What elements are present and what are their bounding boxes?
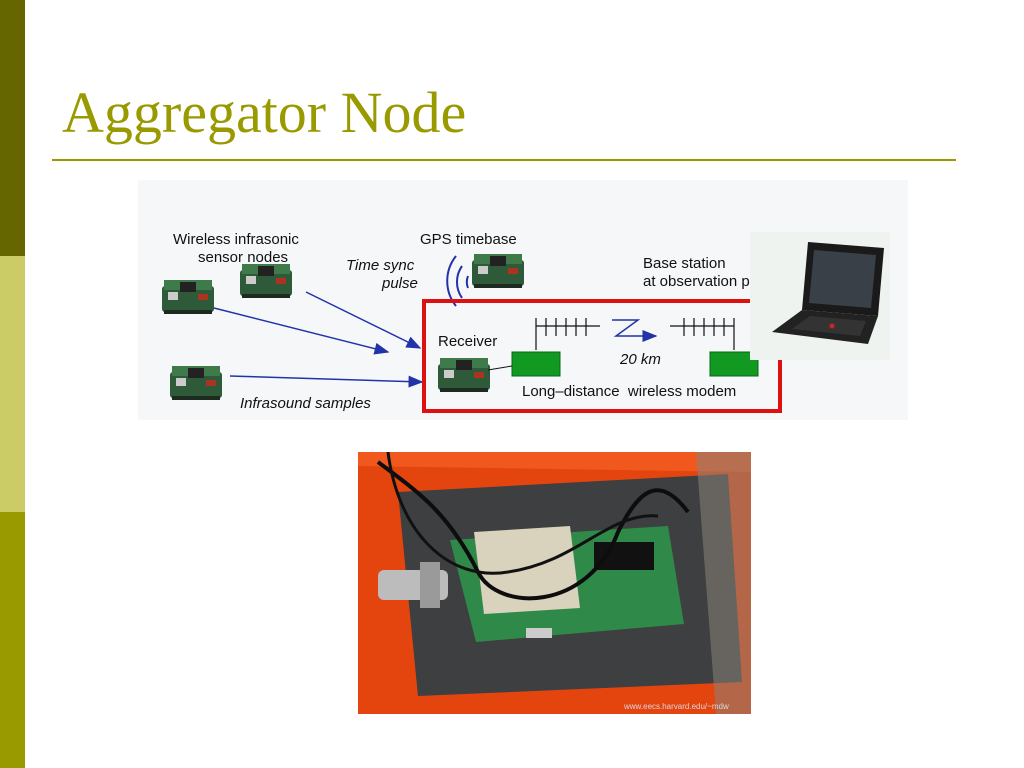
pulse-arc-1 xyxy=(465,275,469,289)
pulse-arc-2 xyxy=(455,265,463,299)
sensor-nodes-label-line1: Wireless infrasonic xyxy=(173,231,299,248)
arrow-node3-to-receiver xyxy=(229,375,424,388)
radio-module xyxy=(474,526,580,614)
receiver-label: Receiver xyxy=(438,333,497,350)
base-station-label-line1: Base station xyxy=(643,255,726,272)
ground-background xyxy=(696,452,751,714)
photo-watermark: www.eecs.harvard.edu/~mdw xyxy=(623,702,729,711)
display-chip xyxy=(594,542,654,570)
modem-label: Long–distance wireless modem xyxy=(522,383,736,400)
sensor-nodes-label-line2: sensor nodes xyxy=(198,249,288,266)
receiver-modem-link xyxy=(487,365,513,371)
gps-node xyxy=(472,254,524,288)
wireless-link-arrow xyxy=(612,319,658,342)
slide-title: Aggregator Node xyxy=(62,80,467,145)
network-diagram: Wireless infrasonic sensor nodes GPS tim… xyxy=(138,180,908,420)
antenna-right xyxy=(670,318,735,350)
receiver-node xyxy=(438,358,490,392)
arrow-node1-to-receiver xyxy=(213,307,390,355)
arrow-node2-to-receiver xyxy=(305,291,422,349)
time-sync-label-line1: Time sync xyxy=(346,257,415,274)
sidebar-segment-light xyxy=(0,256,25,512)
modem-left xyxy=(511,351,561,377)
gps-timebase-label: GPS timebase xyxy=(420,231,517,248)
sidebar-segment-dark xyxy=(0,0,25,256)
infrasound-samples-label: Infrasound samples xyxy=(240,395,371,412)
laptop-icon xyxy=(750,232,890,360)
time-sync-label-line2: pulse xyxy=(381,275,418,292)
aggregator-hardware-photo: www.eecs.harvard.edu/~mdw xyxy=(358,452,751,714)
base-station-label-line2: at observation post xyxy=(643,273,771,290)
distance-label: 20 km xyxy=(619,351,661,368)
sensor-node-3 xyxy=(170,366,222,400)
antenna-left xyxy=(535,318,600,350)
title-underline xyxy=(52,159,956,161)
sidebar-segment-medium xyxy=(0,512,25,768)
cable xyxy=(376,460,690,601)
sensor-node-2 xyxy=(240,264,292,298)
sensor-node-1 xyxy=(162,280,214,314)
sidebar-bar xyxy=(0,0,25,768)
